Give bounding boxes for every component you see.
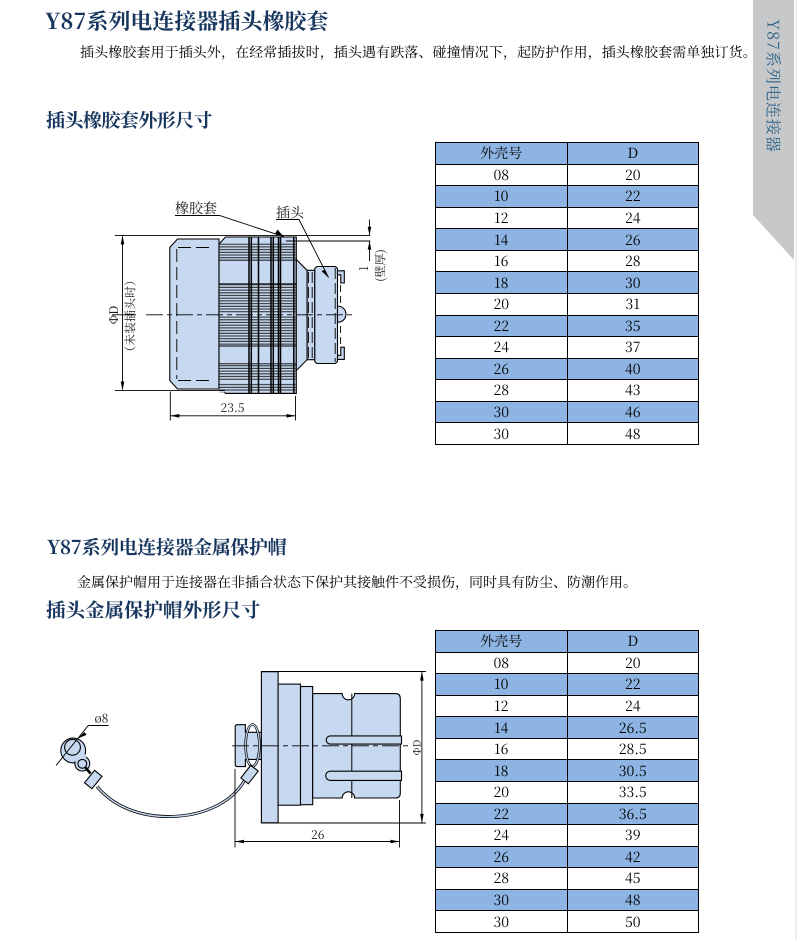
svg-text:橡胶套: 橡胶套 <box>175 198 217 218</box>
svg-text:23.5: 23.5 <box>221 399 245 416</box>
svg-text:ΦD: ΦD <box>105 306 122 325</box>
svg-text:（未装插头时）: （未装插头时） <box>122 274 139 358</box>
svg-text:1: 1 <box>355 265 372 271</box>
svg-text:ΦD: ΦD <box>409 739 424 755</box>
svg-text:26: 26 <box>311 826 325 843</box>
svg-text:ø8: ø8 <box>95 710 109 727</box>
svg-text:(壁厚): (壁厚) <box>372 249 389 282</box>
svg-text:插头: 插头 <box>276 203 304 223</box>
